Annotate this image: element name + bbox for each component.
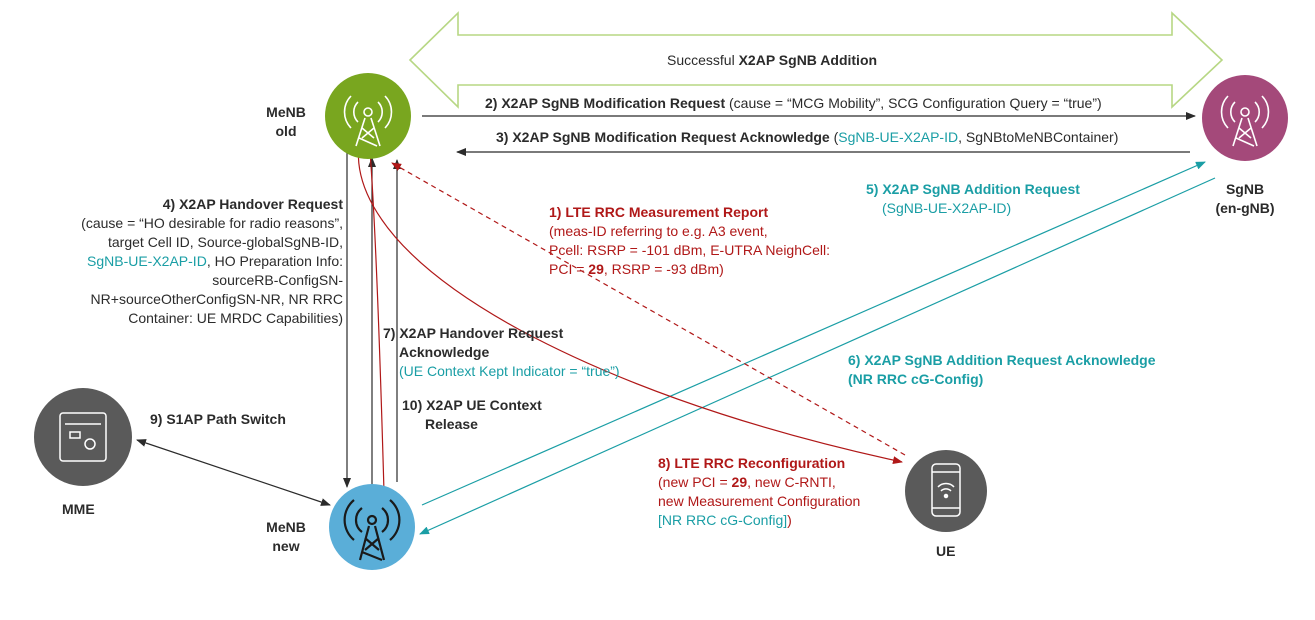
msg-4-line3: SgNB-UE-X2AP-ID, HO Preparation Info: <box>40 252 343 271</box>
banner-label: Successful X2AP SgNB Addition <box>667 51 877 70</box>
msg-4-title: 4) X2AP Handover Request <box>162 196 343 212</box>
msg-8-label: 8) LTE RRC Reconfiguration (new PCI = 29… <box>658 454 860 530</box>
msg-10-label: 10) X2AP UE Context Release <box>402 396 542 434</box>
msg-5-label: 5) X2AP SgNB Addition Request (SgNB-UE-X… <box>866 180 1080 218</box>
menb-new-node <box>329 484 415 570</box>
msg-8-title: 8) LTE RRC Reconfiguration <box>658 455 846 471</box>
antenna-icon <box>343 499 401 562</box>
msg-8-cg-config: [NR RRC cG-Config] <box>658 512 788 528</box>
menb-new-label: MeNB new <box>266 519 306 554</box>
msg-2-label: 2) X2AP SgNB Modification Request (cause… <box>485 94 1102 113</box>
msg-7-label: 7) X2AP Handover Request Acknowledge (UE… <box>383 324 620 381</box>
msg-8-close: ) <box>787 512 792 528</box>
sgnb-label: SgNB (en-gNB) <box>1215 181 1275 216</box>
msg-3-rest: , SgNBtoMeNBContainer) <box>958 129 1119 145</box>
msg-4-line6: Container: UE MRDC Capabilities) <box>128 310 343 326</box>
msg-3-id: SgNB-UE-X2AP-ID <box>838 129 959 145</box>
msg-1-line1: (meas-ID referring to e.g. A3 event, <box>549 223 768 239</box>
msg-4-id: SgNB-UE-X2AP-ID <box>87 253 207 269</box>
msg-6-label: 6) X2AP SgNB Addition Request Acknowledg… <box>848 351 1156 389</box>
msg-5-title: 5) X2AP SgNB Addition Request <box>866 181 1080 197</box>
msg-8-line1: (new PCI = 29, new C-RNTI, <box>658 473 860 492</box>
msg-8-line2: new Measurement Configuration <box>658 493 861 509</box>
msg-3-open: ( <box>829 129 839 145</box>
ue-label: UE <box>936 543 956 559</box>
msg-4-line4: sourceRB-ConfigSN- <box>212 272 343 288</box>
msg-1-pci-label: PCI = <box>549 261 589 277</box>
msg-10-title1: 10) X2AP UE Context <box>402 397 542 413</box>
msg-1-label: 1) LTE RRC Measurement Report (meas-ID r… <box>549 203 830 279</box>
msg-8-pci-label: (new PCI = <box>658 474 732 490</box>
msg-1-rsrp: , RSRP = -93 dBm) <box>603 261 724 277</box>
ue-node <box>905 450 987 532</box>
msg-2-title: 2) X2AP SgNB Modification Request <box>485 95 726 111</box>
msg-7-title1: 7) X2AP Handover Request <box>383 325 564 341</box>
msg-4-ho-prep: , HO Preparation Info: <box>206 253 343 269</box>
msg-6-detail: (NR RRC cG-Config) <box>848 371 984 387</box>
banner-prefix: Successful <box>667 52 739 68</box>
arrow-8-rrc-reconfiguration <box>357 119 903 465</box>
menb-old-label: MeNB old <box>266 104 306 139</box>
sgnb-node <box>1202 75 1288 161</box>
msg-9-label: 9) S1AP Path Switch <box>150 411 286 427</box>
msg-1-line2: Pcell: RSRP = -101 dBm, E-UTRA NeighCell… <box>549 242 831 258</box>
msg-7-detail: (UE Context Kept Indicator = “true”) <box>399 363 620 379</box>
smartphone-icon <box>931 463 961 517</box>
msg-8-pci-value: 29 <box>731 474 748 490</box>
msg-7-title2: Acknowledge <box>399 344 490 360</box>
server-icon <box>59 412 107 462</box>
arrow-9-s1ap-path-switch <box>136 439 331 506</box>
banner-bold: X2AP SgNB Addition <box>738 52 878 68</box>
msg-4-label: 4) X2AP Handover Request (cause = “HO de… <box>40 195 343 328</box>
msg-4-line5: NR+sourceOtherConfigSN-NR, NR RRC <box>90 291 343 307</box>
msg-4-line2: target Cell ID, Source-globalSgNB-ID, <box>108 234 343 250</box>
msg-10-title2: Release <box>425 416 478 432</box>
msg-5-detail: (SgNB-UE-X2AP-ID) <box>882 200 1012 216</box>
msg-8-line3: [NR RRC cG-Config]) <box>658 511 860 530</box>
arrow-6-sgnb-addition-ack <box>419 177 1216 535</box>
msg-3-title: 3) X2AP SgNB Modification Request Acknow… <box>496 129 830 145</box>
antenna-icon <box>1220 95 1270 147</box>
red-link-old-to-new <box>367 127 385 493</box>
antenna-icon <box>343 95 393 147</box>
mme-node <box>34 388 132 486</box>
successful-addition-banner-arrow <box>408 11 1224 109</box>
msg-8-crnti: , new C-RNTI, <box>747 474 836 490</box>
msg-4-line1: (cause = “HO desirable for radio reasons… <box>81 215 343 231</box>
menb-old-node <box>325 73 411 159</box>
msg-6-title: 6) X2AP SgNB Addition Request Acknowledg… <box>848 352 1156 368</box>
msg-1-title: 1) LTE RRC Measurement Report <box>549 204 769 220</box>
arrow-5-sgnb-addition-request <box>421 161 1206 506</box>
mme-label: MME <box>62 501 95 517</box>
msg-3-label: 3) X2AP SgNB Modification Request Acknow… <box>496 128 1118 147</box>
msg-1-pci-value: 29 <box>588 261 604 277</box>
msg-2-detail: (cause = “MCG Mobility”, SCG Configurati… <box>725 95 1102 111</box>
msg-1-line3: PCI = 29, RSRP = -93 dBm) <box>549 260 830 279</box>
